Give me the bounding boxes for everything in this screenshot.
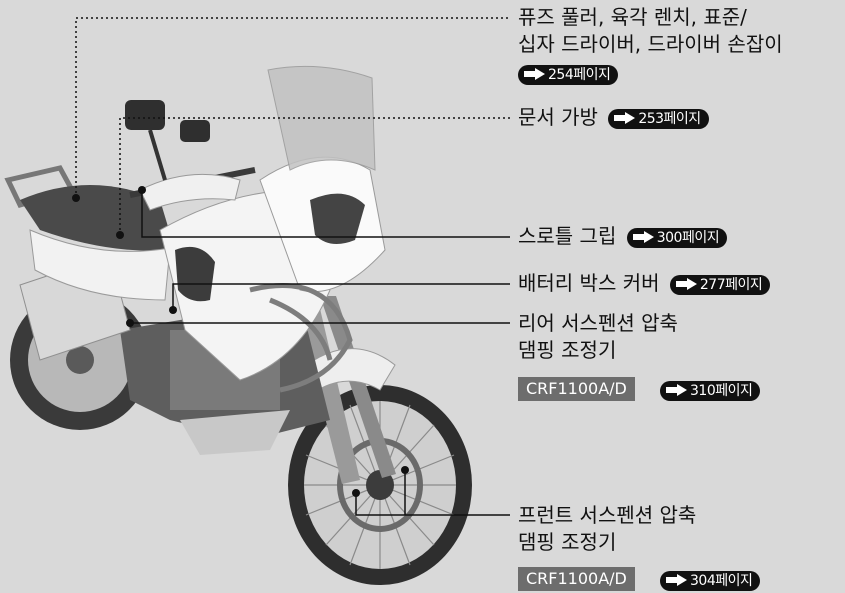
throttle-leader (141, 190, 510, 238)
seat (4, 165, 175, 301)
doc-bag-text: 문서 가방 (518, 105, 598, 129)
rear-model-tag: CRF1100A/D (518, 377, 635, 401)
rear-line-1: 리어 서스펜션 압축 (518, 311, 678, 335)
arrow-right-icon (632, 230, 655, 243)
windscreen (267, 65, 376, 171)
arrow-right-icon (524, 67, 546, 80)
front-suspension-label: 프런트 서스펜션 압축 댐핑 조정기 (518, 502, 696, 556)
fuse-leader (75, 17, 510, 198)
arrow-right-icon (666, 573, 688, 586)
arrow-right-icon (666, 383, 688, 396)
battery-cover-label: 배터리 박스 커버 277페이지 (518, 270, 771, 297)
rear-page-link[interactable]: 310페이지 (660, 380, 761, 401)
document-bag-label: 문서 가방 253페이지 (518, 104, 709, 131)
leader-lines (75, 17, 510, 516)
fuse-puller-label: 퓨즈 풀러, 육각 렌치, 표준/ 십자 드라이버, 드라이버 손잡이 254페… (518, 4, 783, 87)
front-page-wrap: 304페이지 (660, 566, 761, 593)
front-suspension-leader (355, 493, 510, 516)
arrow-right-icon (675, 277, 698, 290)
front-page-link[interactable]: 304페이지 (660, 570, 761, 591)
battery-leader (172, 283, 510, 310)
battery-text: 배터리 박스 커버 (518, 271, 660, 295)
doc-bag-leader (119, 117, 510, 235)
handlebar (125, 100, 256, 211)
throttle-grip-label: 스로틀 그립 300페이지 (518, 223, 728, 250)
front-line-1: 프런트 서스펜션 압축 (518, 503, 697, 527)
rear-line-2: 댐핑 조정기 (518, 338, 617, 362)
arrow-right-icon (614, 111, 636, 124)
fuse-line-1: 퓨즈 풀러, 육각 렌치, 표준/ (518, 5, 747, 29)
front-line-2: 댐핑 조정기 (518, 530, 617, 554)
fuse-page-link[interactable]: 254페이지 (518, 64, 619, 85)
fuse-line-2: 십자 드라이버, 드라이버 손잡이 (518, 32, 783, 56)
rear-suspension-label: 리어 서스펜션 압축 댐핑 조정기 (518, 310, 678, 364)
front-model-tag: CRF1100A/D (518, 567, 635, 591)
doc-bag-page-link[interactable]: 253페이지 (608, 108, 709, 129)
battery-page-link[interactable]: 277페이지 (669, 274, 771, 295)
rear-page-wrap: 310페이지 (660, 376, 761, 403)
throttle-page-link[interactable]: 300페이지 (626, 227, 728, 248)
crash-bars (249, 283, 353, 393)
callout-points (72, 186, 409, 497)
throttle-text: 스로틀 그립 (518, 224, 617, 248)
